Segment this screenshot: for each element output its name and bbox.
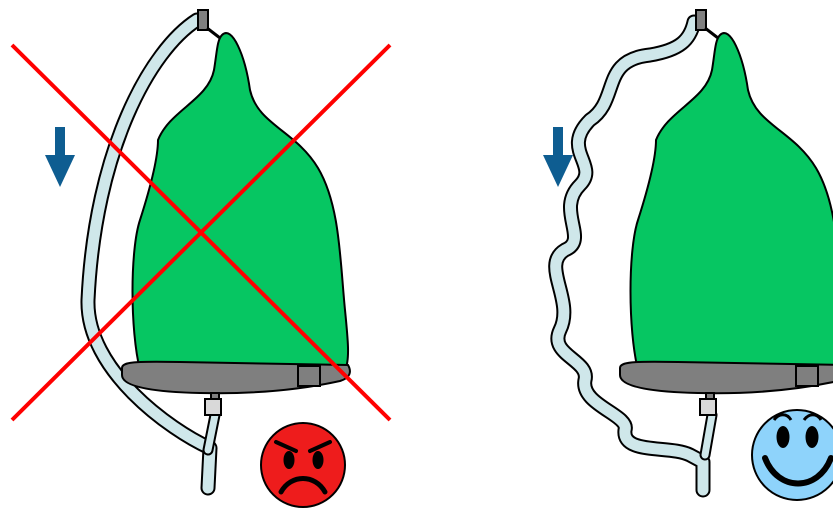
top-clip — [197, 9, 221, 40]
top-clip — [695, 9, 719, 40]
green-bag — [629, 32, 833, 371]
red-cross-mark — [10, 43, 392, 422]
green-bag — [131, 32, 349, 371]
outlet-connector — [699, 392, 717, 416]
base-ring — [121, 360, 351, 395]
panel-correct — [543, 9, 833, 501]
outlet-connector — [204, 392, 222, 416]
down-arrow-icon — [45, 127, 75, 187]
panel-incorrect — [10, 9, 392, 508]
base-ring — [619, 360, 833, 395]
smiling-face-icon — [751, 409, 833, 501]
angry-face-icon — [260, 422, 346, 508]
down-arrow-icon — [543, 127, 573, 187]
